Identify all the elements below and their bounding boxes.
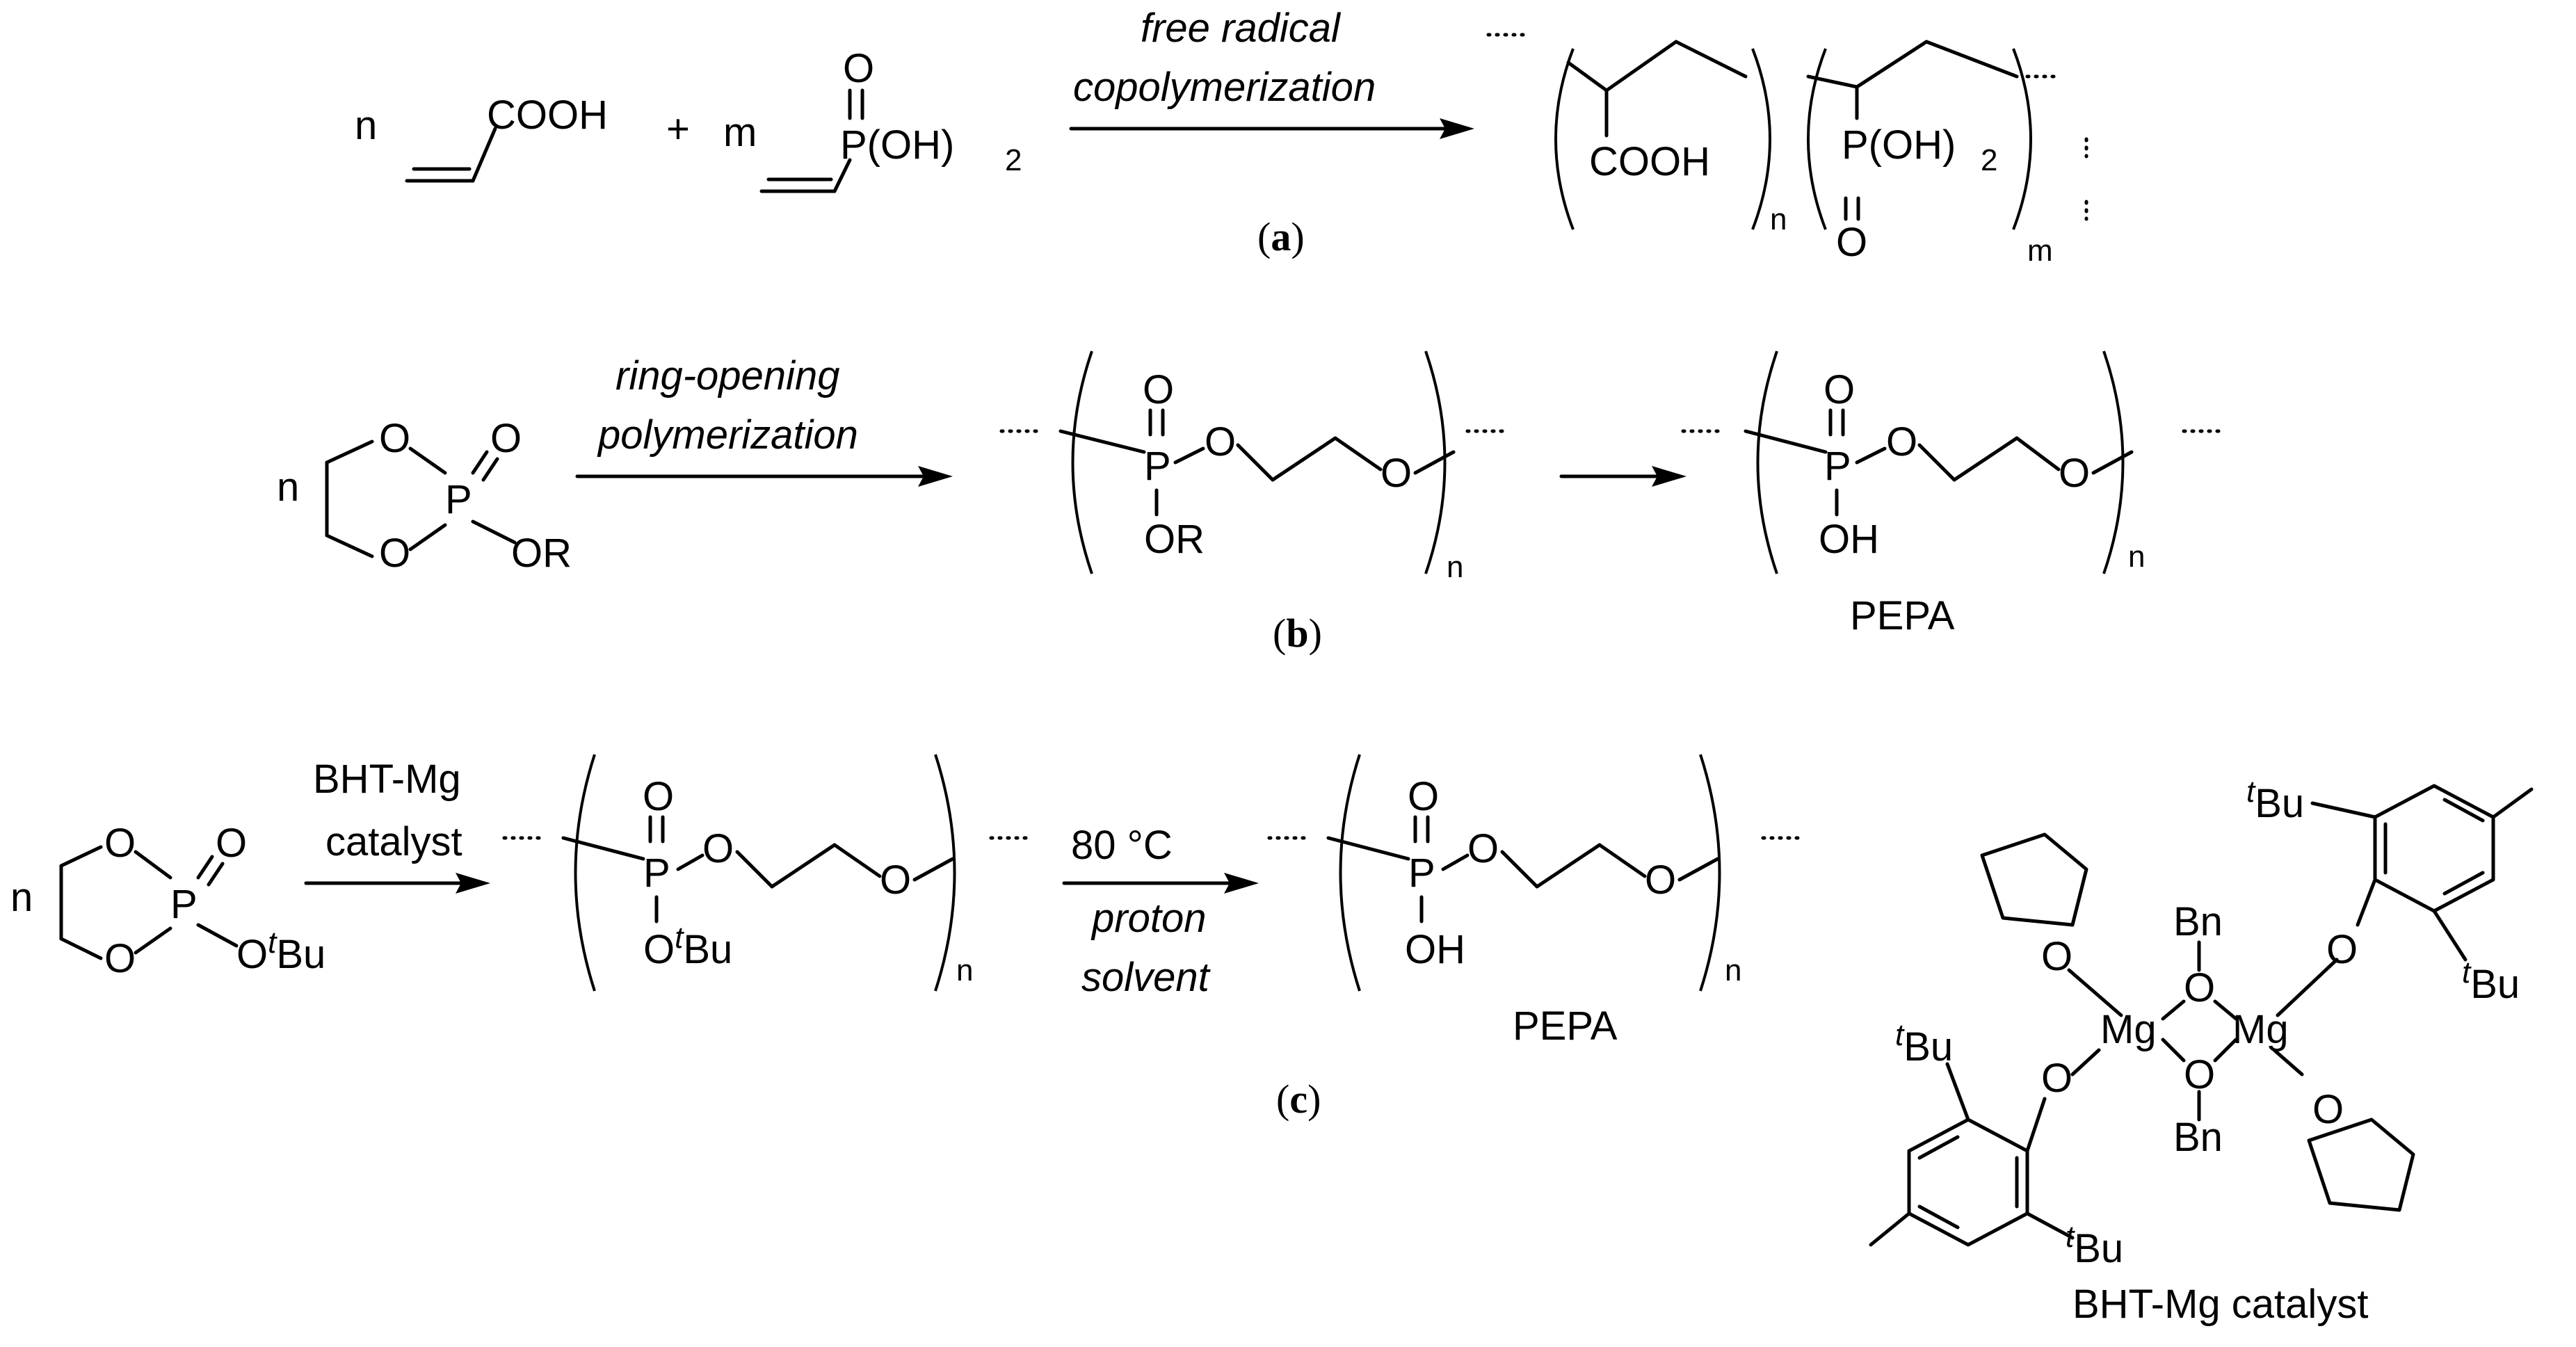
- copolymer-subscript-2: 2: [1981, 143, 1997, 177]
- vpa-subscript-2: 2: [1005, 143, 1022, 177]
- pepa-polymer-c: [1267, 754, 1803, 992]
- catalyst-mg-right: Mg: [2232, 1007, 2289, 1052]
- bht-mg-catalyst: tBu tBu tBu tBu O O O O Bn O Mg Mg O Bn …: [1869, 775, 2534, 1327]
- coefficient-n: n: [277, 465, 299, 510]
- polyphosphoester-otbu: [502, 754, 1028, 992]
- reaction-arrow-c2: [1062, 873, 1259, 894]
- pepa-phosphoryl-oxygen: O: [1824, 367, 1855, 412]
- polymer-c1-otbu: OtBu: [643, 921, 732, 972]
- catalyst-tbu-top: tBu: [2246, 775, 2304, 826]
- catalyst-aryl-oxygen-right: O: [2326, 927, 2358, 972]
- plus-sign: +: [666, 106, 690, 152]
- arrow-a-label-top: free radical: [1141, 6, 1342, 51]
- caption-a: (a): [1257, 214, 1305, 259]
- catalyst-tbu-right: tBu: [2462, 955, 2520, 1007]
- reaction-arrow-b2: [1559, 466, 1687, 487]
- polymer1-or: OR: [1144, 517, 1205, 562]
- catalyst-bn-top: Bn: [2173, 899, 2223, 944]
- polymer1-phosphorus: P: [1144, 444, 1171, 489]
- arrow-c1-label-top: BHT-Mg: [313, 757, 461, 802]
- catalyst-thf-oxygen-right: O: [2312, 1087, 2344, 1132]
- reaction-arrow-b1: [575, 466, 953, 487]
- pepa-oh: OH: [1819, 517, 1879, 562]
- arrow-c2-label-top: 80 °C: [1071, 823, 1173, 868]
- ester-or: OR: [511, 531, 572, 576]
- arrow-b-label-bottom: polymerization: [597, 412, 858, 458]
- vpa-bonds: [759, 88, 864, 193]
- pepa-ether-oxygen: O: [2059, 451, 2090, 496]
- catalyst-label: BHT-Mg catalyst: [2072, 1282, 2368, 1327]
- scheme-c: n O O P O OtBu BHT-Mg catalyst: [10, 754, 1803, 1122]
- repeat-n: n: [1770, 202, 1787, 236]
- vpa-p-oh2: P(OH): [840, 122, 954, 168]
- scheme-b: n O O P O OR ring-opening polymerization: [277, 350, 2221, 656]
- ring-oxygen-2: O: [379, 531, 410, 576]
- catalyst-bonds: [1869, 784, 2534, 1247]
- acrylic-acid-cooh: COOH: [487, 92, 608, 138]
- ring-phosphorus: P: [170, 882, 198, 927]
- arrow-c2-label-bottom: solvent: [1081, 955, 1211, 1000]
- vpa-oxygen: O: [843, 46, 874, 91]
- repeat-m: m: [2027, 234, 2053, 268]
- catalyst-tbu-bottom: tBu: [2066, 1220, 2123, 1271]
- cyclic-phosphate-bonds: [325, 439, 517, 558]
- reaction-arrow-c1: [304, 873, 490, 894]
- pepa-c-phosphorus: P: [1408, 850, 1435, 896]
- repeat-n1: n: [1447, 550, 1463, 584]
- catalyst-bn-bottom: Bn: [2173, 1115, 2223, 1160]
- ring-phosphorus: P: [445, 477, 472, 522]
- ester-otbu: OtBu: [236, 926, 325, 977]
- pepa-polymer-b: [1681, 350, 2221, 574]
- copolymer-p-oh2: P(OH): [1842, 122, 1956, 168]
- repeat-n1: n: [956, 953, 973, 987]
- polymer-c1-ester-oxygen: O: [702, 826, 734, 871]
- pepa-phosphorus: P: [1824, 444, 1851, 489]
- scheme-a: n COOH + m O P(OH) 2 free radical copoly…: [355, 6, 2088, 268]
- copolymer-product: [1486, 33, 2088, 230]
- arrow-c2-label-middle: proton: [1090, 896, 1206, 941]
- copolymer-cooh: COOH: [1589, 139, 1710, 184]
- pepa-label-c: PEPA: [1513, 1003, 1618, 1049]
- ring-oxygen-2: O: [104, 936, 136, 981]
- ring-oxygen-1: O: [379, 416, 410, 461]
- polyphosphoester-or: [999, 350, 1504, 574]
- polymer1-ether-oxygen: O: [1380, 451, 1412, 496]
- copolymer-p-oxygen: O: [1836, 220, 1867, 265]
- arrow-c1-label-bottom: catalyst: [325, 819, 462, 864]
- catalyst-mg-left: Mg: [2100, 1007, 2157, 1052]
- acrylic-acid-bonds: [405, 127, 497, 183]
- pepa-c-oh: OH: [1405, 927, 1465, 972]
- pepa-label-b: PEPA: [1850, 593, 1955, 638]
- phosphoryl-oxygen: O: [216, 821, 247, 866]
- coefficient-n: n: [10, 875, 33, 920]
- ring-oxygen-1: O: [104, 821, 136, 866]
- polymer-c1-phosphoryl-oxygen: O: [643, 774, 674, 819]
- caption-c: (c): [1276, 1076, 1321, 1122]
- catalyst-tbu-left: tBu: [1895, 1018, 1953, 1070]
- caption-b: (b): [1273, 611, 1322, 656]
- repeat-n2: n: [1725, 953, 1741, 987]
- arrow-a-label-bottom: copolymerization: [1073, 65, 1376, 110]
- repeat-n2: n: [2128, 540, 2145, 574]
- pepa-c-ether-oxygen: O: [1645, 857, 1676, 903]
- catalyst-aryl-oxygen-left: O: [2041, 1056, 2072, 1101]
- polymer-c1-ether-oxygen: O: [880, 857, 911, 903]
- phosphoryl-oxygen: O: [490, 416, 522, 461]
- pepa-c-phosphoryl-oxygen: O: [1408, 774, 1439, 819]
- tbu-cyclic-phosphate-bonds: [59, 845, 239, 960]
- polymer1-ester-oxygen-a: O: [1205, 419, 1236, 465]
- catalyst-bridge-oxygen-bottom: O: [2184, 1052, 2215, 1097]
- reaction-arrow-a: [1069, 118, 1474, 139]
- polymer1-phosphoryl-oxygen: O: [1143, 367, 1174, 412]
- coefficient-n: n: [355, 103, 377, 148]
- pepa-c-ester-oxygen: O: [1467, 826, 1499, 871]
- pepa-ester-oxygen: O: [1886, 419, 1917, 465]
- catalyst-thf-oxygen-left: O: [2041, 934, 2072, 979]
- polymer-c1-phosphorus: P: [643, 850, 670, 896]
- arrow-b-label-top: ring-opening: [615, 353, 839, 398]
- catalyst-bridge-oxygen-top: O: [2184, 965, 2215, 1010]
- coefficient-m: m: [723, 110, 757, 155]
